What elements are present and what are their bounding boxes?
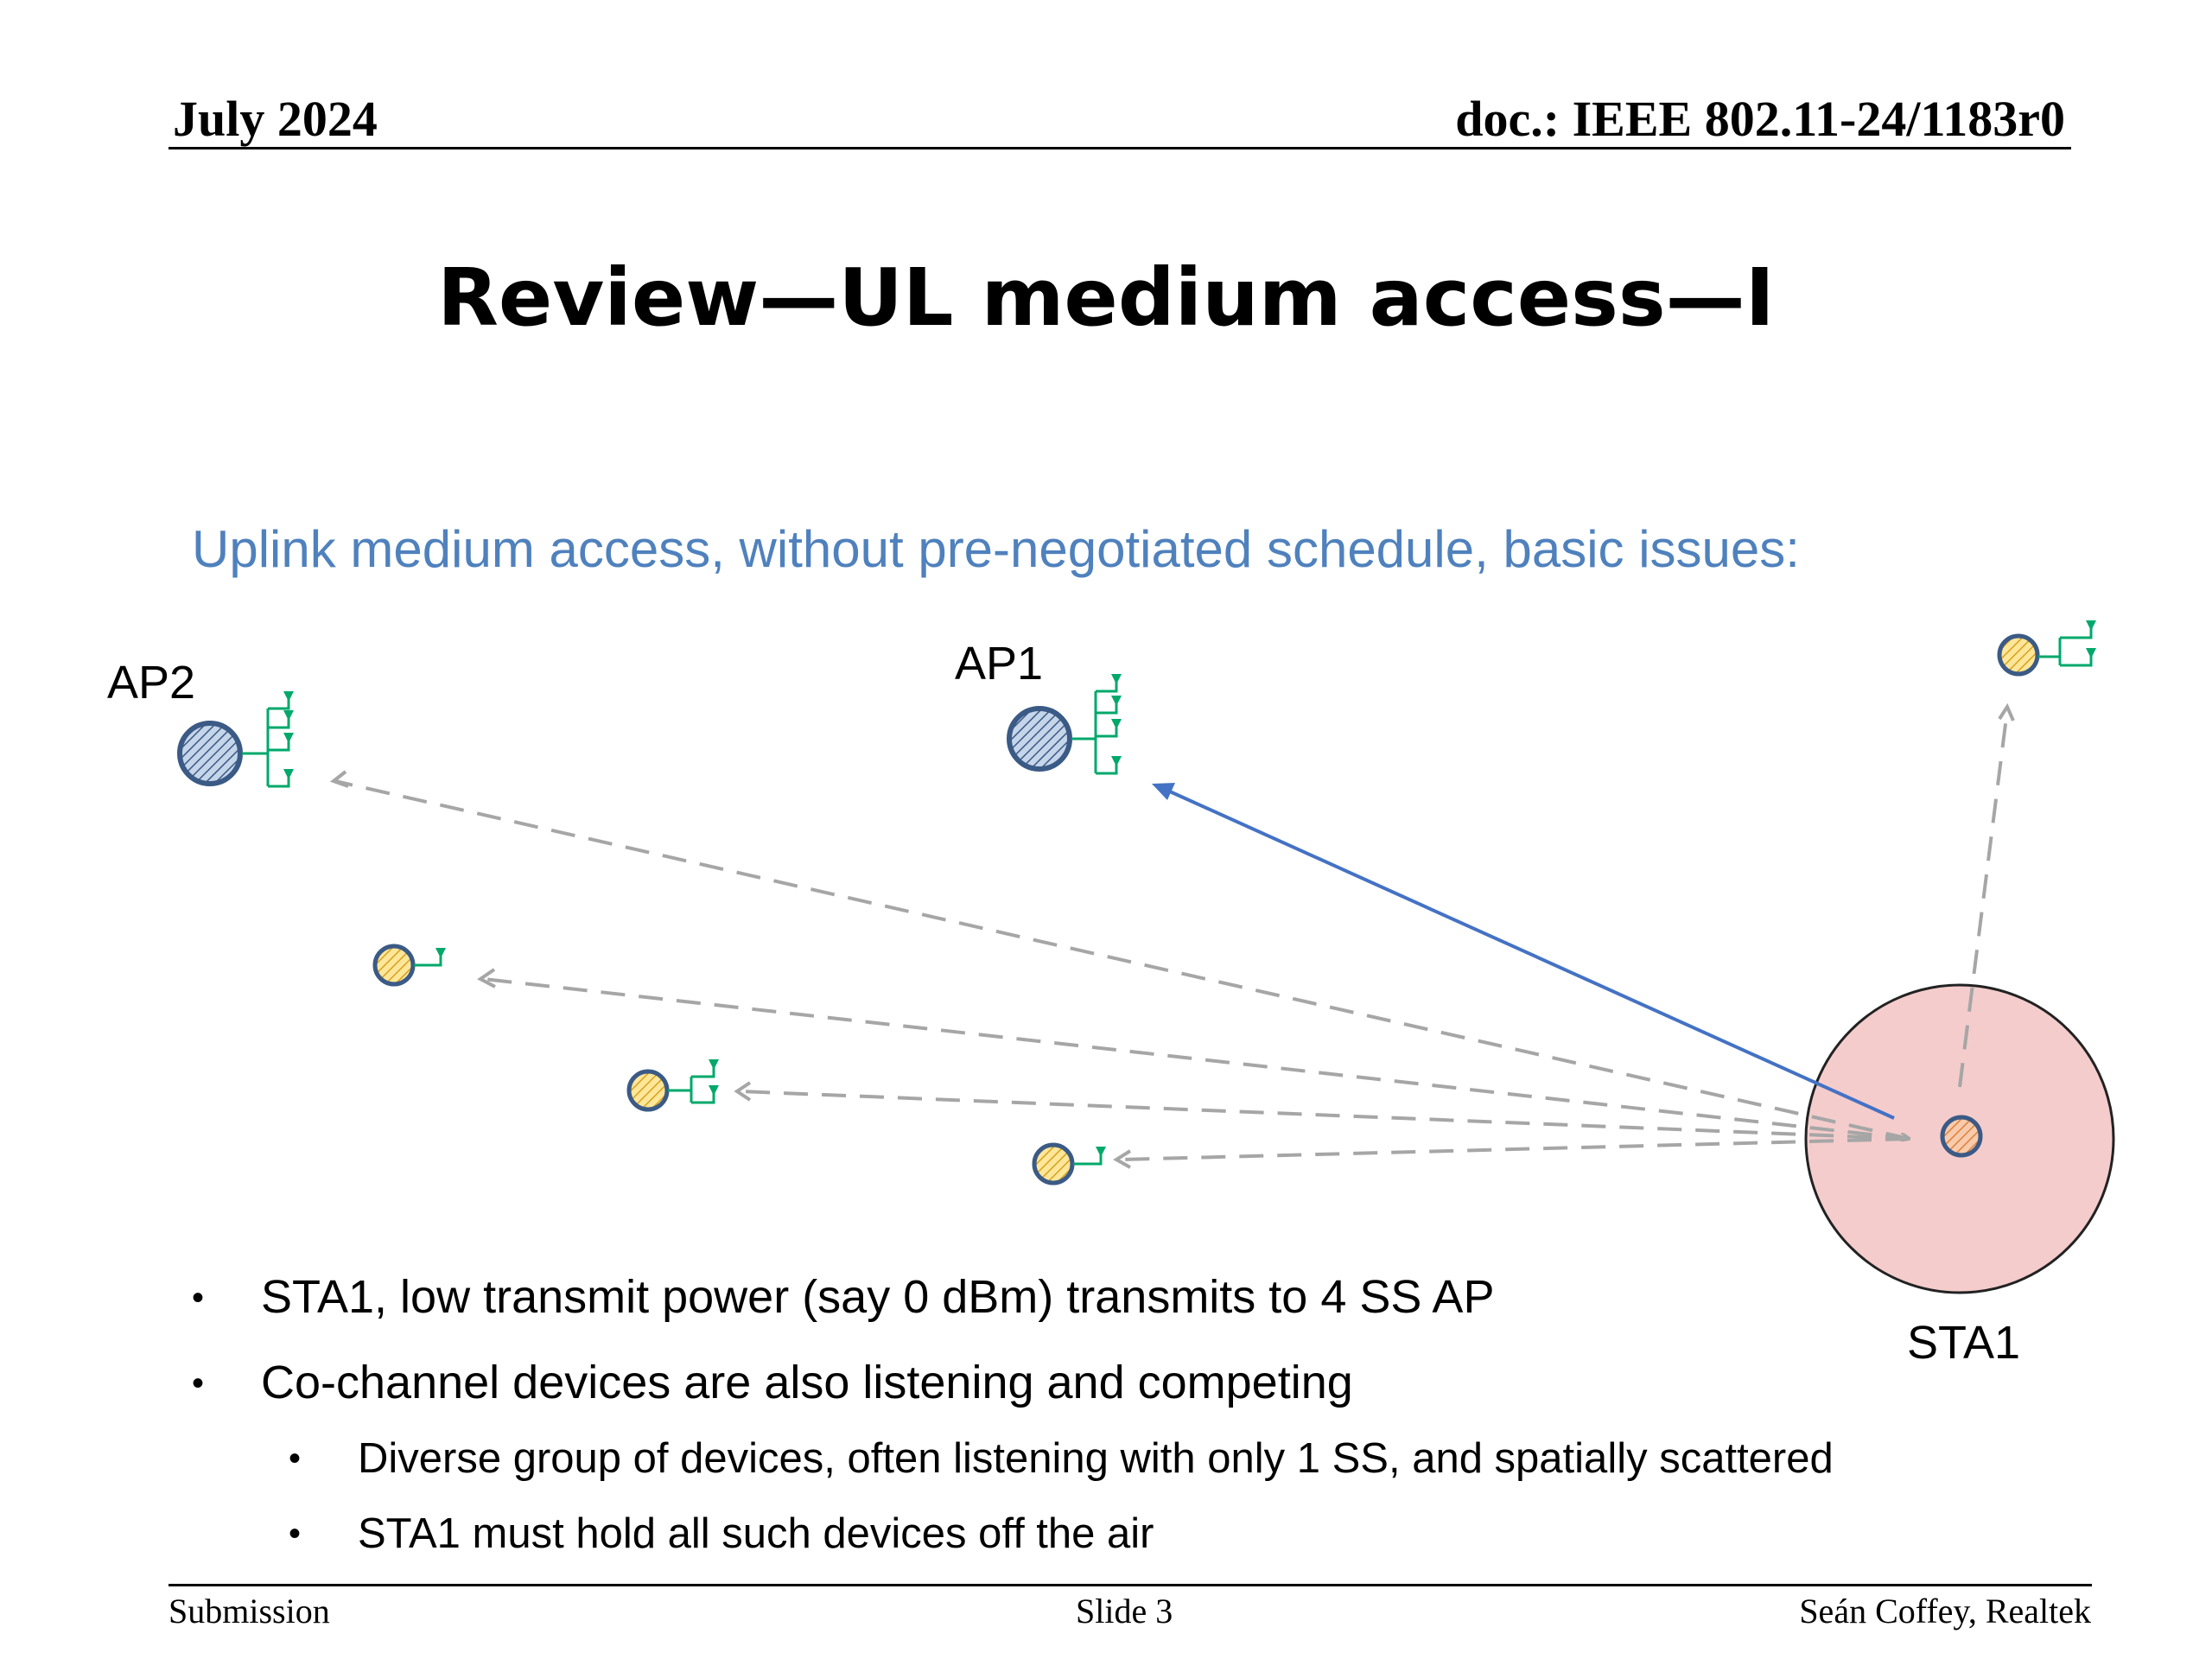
bullet-dot: • <box>192 1364 205 1402</box>
bullet-dot: • <box>289 1515 302 1553</box>
ap2-label: AP2 <box>107 657 196 709</box>
cochannel-sta-d <box>1997 620 2096 677</box>
footer-author: Seán Coffey, Realtek <box>1799 1592 2091 1630</box>
header-doc-id: doc.: IEEE 802.11-24/1183r0 <box>1455 91 2065 147</box>
arrow-sta1-to-sta-b <box>739 1090 1910 1141</box>
ap1-icon <box>1007 706 1072 772</box>
arrow-sta1-to-sta-d <box>1958 709 2009 1088</box>
arrow-sta1-to-ap2 <box>334 779 1910 1139</box>
arrow-sta1-to-sta-c <box>1119 1137 1910 1161</box>
ap1-node <box>1007 674 1122 775</box>
ap2-antenna-icon <box>242 695 290 788</box>
sta-d-icon <box>1997 633 2040 677</box>
sta-a-icon <box>372 944 416 987</box>
footer-rule <box>168 1584 2092 1586</box>
ap2-node <box>177 691 294 788</box>
sta1-label: STA1 <box>1907 1317 2021 1369</box>
sta1-icon <box>1940 1115 1983 1158</box>
bullet-text: STA1 must hold all such devices off the … <box>358 1510 1154 1557</box>
tx-arrow-sta1-to-ap1 <box>1161 786 1895 1120</box>
bullet-dot: • <box>289 1440 302 1478</box>
footer-submission: Submission <box>168 1592 330 1630</box>
footer-slide-number: Slide 3 <box>1076 1592 1173 1630</box>
arrow-sta1-to-sta-a <box>483 977 1910 1141</box>
bullet-text: Diverse group of devices, often listenin… <box>358 1435 1834 1482</box>
ap1-antenna-icon <box>1071 677 1118 775</box>
cochannel-sta-c <box>1032 1142 1106 1185</box>
interference-arrows <box>334 709 2009 1161</box>
tx-arrowhead <box>1152 783 1175 800</box>
cochannel-sta-b <box>626 1059 719 1112</box>
sta-c-icon <box>1032 1142 1075 1185</box>
cochannel-sta-a <box>372 944 446 987</box>
interference-arrowheads <box>329 702 2015 1169</box>
slide-subtitle: Uplink medium access, without pre-negoti… <box>192 520 1800 578</box>
ap1-label: AP1 <box>955 638 1044 690</box>
header-date: July 2024 <box>173 91 378 147</box>
sta-b-icon <box>626 1069 670 1112</box>
bullet-text: STA1, low transmit power (say 0 dBm) tra… <box>261 1271 1495 1323</box>
bullet-text: Co-channel devices are also listening an… <box>261 1357 1353 1408</box>
ap2-icon <box>177 721 243 786</box>
header-rule <box>168 147 2071 149</box>
slide-title: Review—UL medium access—I <box>437 251 1775 344</box>
bullet-dot: • <box>192 1279 205 1317</box>
